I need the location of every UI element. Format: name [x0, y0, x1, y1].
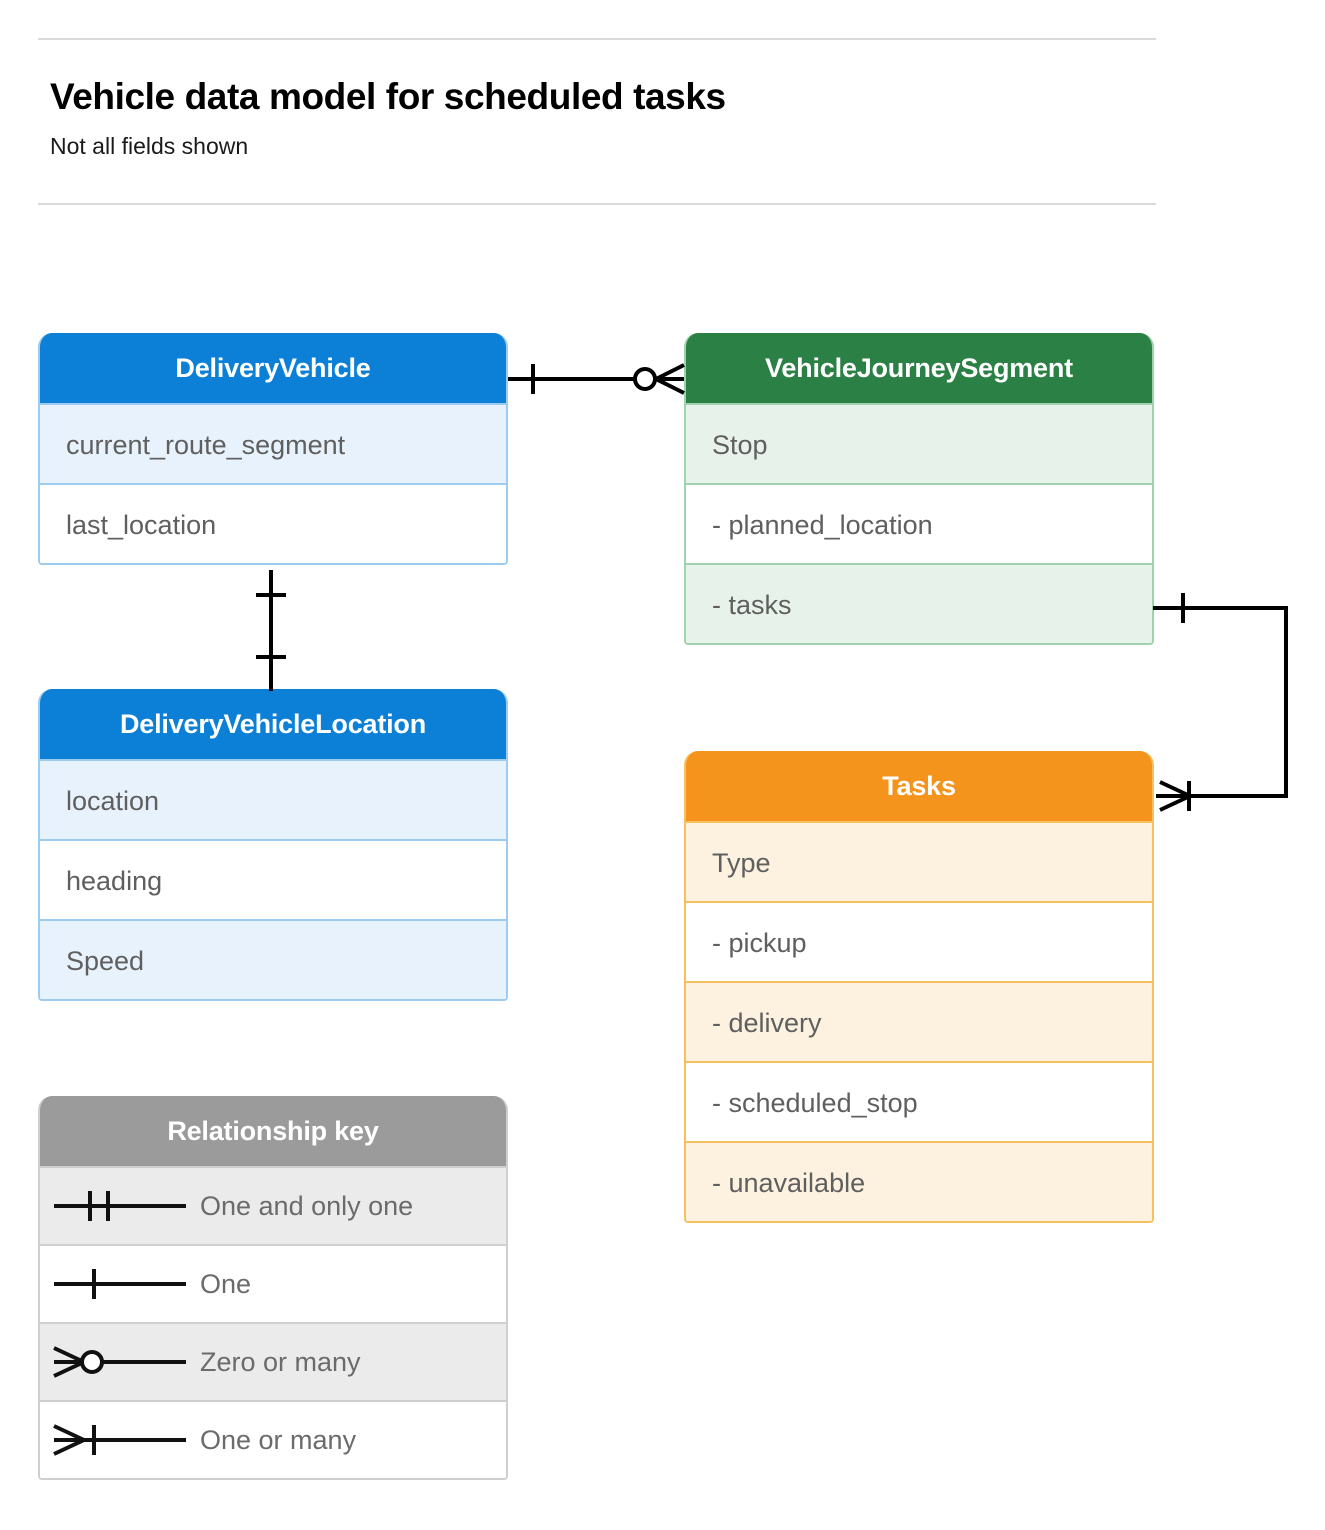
one-or-many-icon	[40, 1420, 200, 1460]
entity-delivery-vehicle-location-title: DeliveryVehicleLocation	[40, 689, 506, 759]
entity-row: Speed	[40, 919, 506, 999]
legend-relationship-key[interactable]: Relationship key One and only one One	[38, 1096, 508, 1480]
legend-item: One and only one	[40, 1166, 506, 1244]
legend-item-label: One or many	[200, 1424, 357, 1455]
entity-row: - planned_location	[686, 483, 1152, 563]
legend-item-label: One	[200, 1268, 252, 1299]
legend-item-label: Zero or many	[200, 1346, 361, 1377]
entity-row: last_location	[40, 483, 506, 563]
entity-delivery-vehicle-title: DeliveryVehicle	[40, 333, 506, 403]
legend-title: Relationship key	[40, 1096, 506, 1166]
legend-item: One	[40, 1244, 506, 1322]
entity-tasks-title: Tasks	[686, 751, 1152, 821]
entity-row: - pickup	[686, 901, 1152, 981]
one-and-only-one-icon	[40, 1186, 200, 1226]
entity-vehicle-journey-segment[interactable]: VehicleJourneySegment Stop - planned_loc…	[684, 333, 1154, 645]
connector-journey-segment-tasks-to-tasks	[1153, 593, 1288, 812]
entity-row: - delivery	[686, 981, 1152, 1061]
connector-delivery-vehicle-to-location	[256, 570, 286, 691]
entity-tasks[interactable]: Tasks Type - pickup - delivery - schedul…	[684, 751, 1154, 1223]
entity-row: Type	[686, 821, 1152, 901]
entity-vehicle-journey-segment-title: VehicleJourneySegment	[686, 333, 1152, 403]
entity-row: heading	[40, 839, 506, 919]
entity-row: location	[40, 759, 506, 839]
legend-item: One or many	[40, 1400, 506, 1478]
legend-item-label: One and only one	[200, 1190, 414, 1221]
entity-delivery-vehicle-location[interactable]: DeliveryVehicleLocation location heading…	[38, 689, 508, 1001]
page-subtitle: Not all fields shown	[50, 133, 249, 159]
one-icon	[40, 1264, 200, 1304]
legend-item: Zero or many	[40, 1322, 506, 1400]
zero-or-many-icon	[40, 1342, 200, 1382]
connector-delivery-vehicle-to-journey-segment	[508, 363, 685, 395]
entity-row: - unavailable	[686, 1141, 1152, 1221]
entity-row: - tasks	[686, 563, 1152, 643]
page-title: Vehicle data model for scheduled tasks	[50, 76, 726, 117]
entity-row: - scheduled_stop	[686, 1061, 1152, 1141]
entity-row: current_route_segment	[40, 403, 506, 483]
entity-row: Stop	[686, 403, 1152, 483]
header-divider-top	[38, 38, 1156, 40]
entity-delivery-vehicle[interactable]: DeliveryVehicle current_route_segment la…	[38, 333, 508, 565]
header-divider-bottom	[38, 203, 1156, 205]
